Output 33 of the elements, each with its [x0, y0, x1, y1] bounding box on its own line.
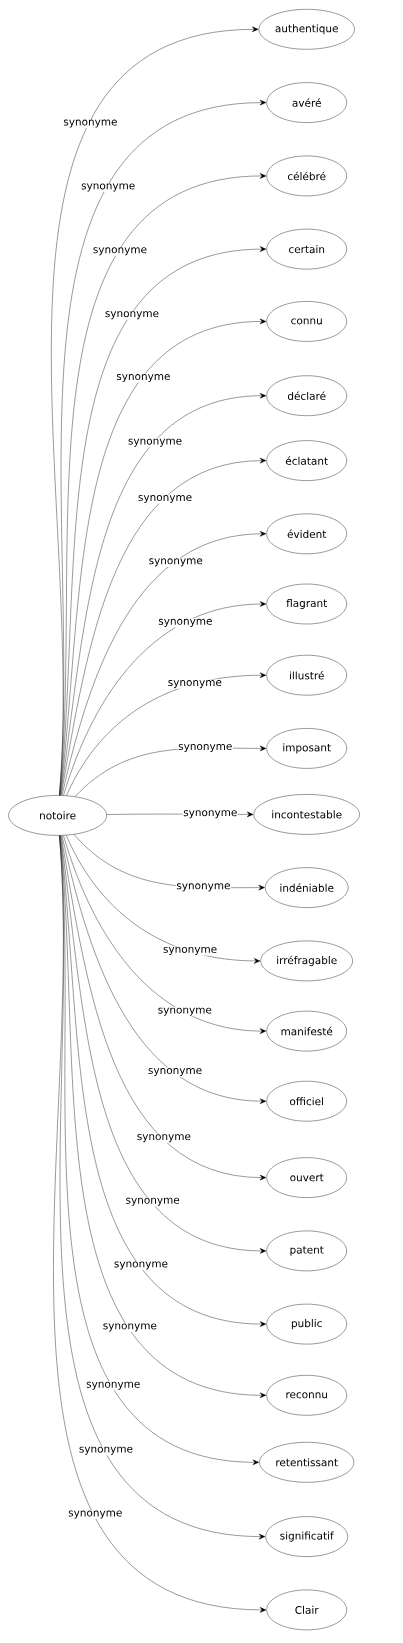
edge-label: synonyme: [115, 373, 171, 383]
arrow: [61, 531, 267, 796]
edge-label: synonyme: [167, 679, 223, 689]
edge-label: synonyme: [125, 1197, 181, 1207]
arrow: [61, 835, 267, 1104]
edge-label: synonyme: [102, 1322, 158, 1332]
edge-label: synonyme: [177, 743, 233, 753]
arrow: [60, 457, 267, 796]
edge-label: synonyme: [137, 494, 193, 504]
arrow: [60, 835, 267, 1254]
edge-label: synonyme: [67, 1510, 123, 1520]
edge-label: synonyme: [148, 557, 204, 567]
edge-label: synonyme: [182, 809, 238, 819]
edge-label: synonyme: [104, 310, 160, 320]
arrow: [66, 672, 267, 796]
arrow: [66, 835, 261, 964]
edge-label: synonyme: [78, 1446, 134, 1456]
arrow: [60, 835, 267, 1181]
arrow: [63, 601, 267, 796]
edge-label: synonyme: [157, 1007, 213, 1017]
edge-label: synonyme: [80, 183, 136, 192]
edge-label: synonyme: [175, 882, 231, 892]
edge-label: synonyme: [157, 618, 213, 628]
edge-label: synonyme: [162, 946, 218, 956]
arrow: [63, 835, 267, 1034]
edge-label: synonyme: [92, 246, 148, 256]
edge-label: synonyme: [62, 119, 118, 129]
edge-label: synonyme: [85, 1381, 141, 1391]
edge-label: synonyme: [147, 1067, 203, 1077]
edge-label: synonyme: [113, 1261, 169, 1271]
arrow: [60, 392, 267, 796]
edge-label: synonyme: [127, 438, 183, 448]
edge-label: synonyme: [136, 1133, 192, 1143]
